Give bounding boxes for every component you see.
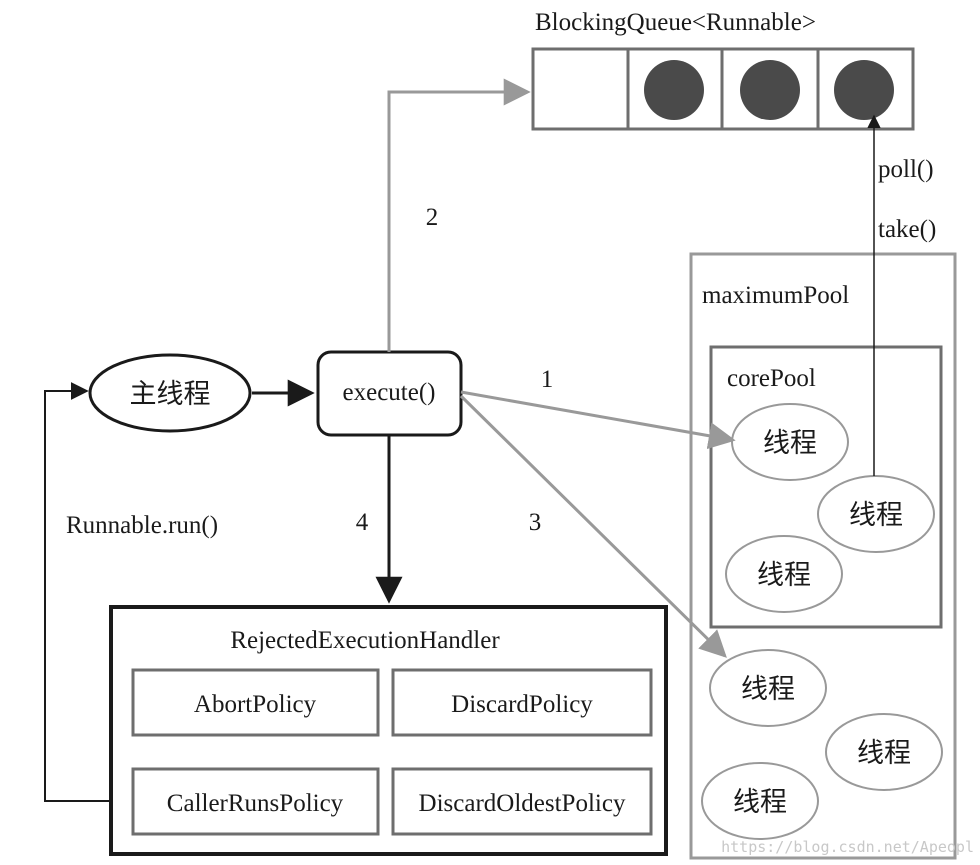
core-thread-label: 线程	[763, 428, 817, 458]
extra-threads: 线程 线程 线程	[701, 649, 943, 840]
caller-runs-policy-box	[131, 767, 380, 836]
watermark-text: https://blog.csdn.net/Apeopl	[721, 838, 974, 856]
execute-label: execute()	[343, 379, 436, 406]
core-pool-box	[709, 345, 943, 629]
main-thread-label: 主线程	[130, 379, 211, 409]
max-thread	[701, 762, 819, 840]
blocking-queue: BlockingQueue<Runnable>	[531, 9, 915, 131]
discard-policy-box	[391, 668, 653, 737]
maximum-pool-box	[689, 252, 957, 860]
execute-node: execute()	[316, 350, 463, 437]
step3-to-max-arrow	[459, 394, 727, 658]
discard-policy-label: DiscardPolicy	[451, 691, 593, 718]
handler-title: RejectedExecutionHandler	[230, 627, 500, 654]
abort-policy-box	[131, 668, 380, 737]
step-3-label: 3	[529, 509, 542, 536]
caller-runs-policy-label: CallerRunsPolicy	[167, 790, 344, 817]
main-thread-ellipse	[88, 353, 252, 433]
queue-task-token	[834, 60, 894, 120]
rejected-execution-handler: RejectedExecutionHandler AbortPolicy Dis…	[109, 605, 668, 856]
main-thread-node: 主线程	[88, 353, 252, 433]
discard-oldest-policy-label: DiscardOldestPolicy	[419, 790, 626, 817]
step-4-label: 4	[356, 509, 369, 536]
discard-oldest-policy-box	[391, 767, 653, 836]
take-label: take()	[878, 216, 936, 243]
core-thread	[817, 475, 935, 553]
queue-task-token	[644, 60, 704, 120]
core-thread	[725, 535, 843, 613]
max-thread-label: 线程	[857, 738, 911, 768]
abort-policy-label: AbortPolicy	[194, 691, 317, 718]
core-thread-label: 线程	[849, 500, 903, 530]
queue-title: BlockingQueue<Runnable>	[535, 9, 816, 36]
queue-task-token	[740, 60, 800, 120]
step2-to-queue-arrow	[387, 78, 531, 352]
runnable-run-label: Runnable.run()	[66, 512, 218, 539]
step-1-label: 1	[541, 366, 554, 393]
core-thread-label: 线程	[757, 560, 811, 590]
core-pool-title: corePool	[727, 365, 816, 392]
max-thread	[709, 649, 827, 727]
step1-to-core-arrow	[460, 390, 736, 450]
core-pool: corePool 线程 线程 线程	[709, 345, 943, 629]
maximum-pool-title: maximumPool	[702, 282, 849, 309]
poll-label: poll()	[878, 156, 934, 183]
max-thread-label: 线程	[741, 674, 795, 704]
step-2-label: 2	[426, 204, 439, 231]
max-thread-label: 线程	[733, 787, 787, 817]
caller-runs-loop-arrow	[44, 382, 133, 802]
max-thread	[825, 713, 943, 791]
maximum-pool: maximumPool	[689, 252, 957, 860]
